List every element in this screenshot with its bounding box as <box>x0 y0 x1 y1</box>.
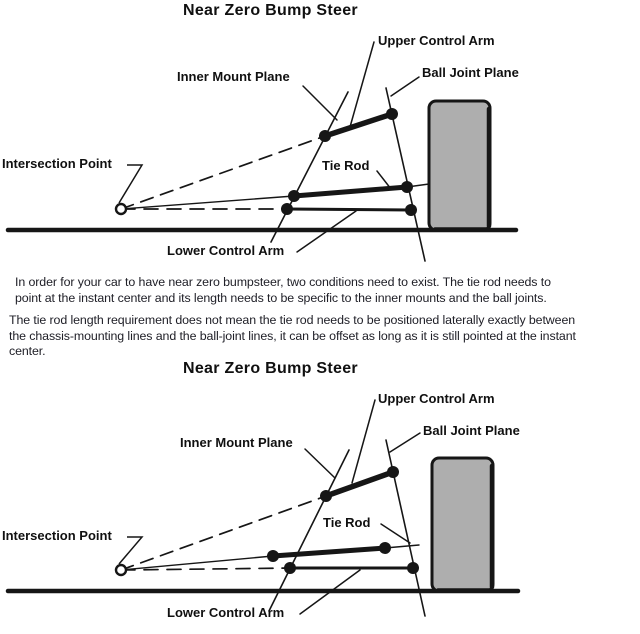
label-lower-control-arm: Lower Control Arm <box>167 243 285 258</box>
upper-control-arm-line <box>322 111 395 139</box>
pivot-dot <box>267 550 279 562</box>
label-upper-control-arm: Upper Control Arm <box>378 33 495 48</box>
leader-upper-control-arm <box>351 399 376 484</box>
pivot-dot <box>284 562 296 574</box>
pivot-dot <box>379 542 391 554</box>
paragraph-1: In order for your car to have near zero … <box>15 275 551 306</box>
label-ball-joint-plane: Ball Joint Plane <box>423 423 520 438</box>
pivot-dot <box>407 562 419 574</box>
paragraph-2: The tie rod length requirement does not … <box>9 313 576 360</box>
pivot-dot <box>386 108 398 120</box>
leader-intersection-point <box>118 536 144 565</box>
label-ball-joint-plane: Ball Joint Plane <box>422 65 519 80</box>
pivot-dot <box>319 130 331 142</box>
pivot-dot <box>401 181 413 193</box>
label-tie-rod: Tie Rod <box>322 158 370 173</box>
tie-rod-sightline <box>120 195 295 210</box>
tie-rod-line <box>291 184 410 199</box>
bump-steer-diagram-top: Near Zero Bump Steer Upper Control Arm I… <box>0 0 640 268</box>
pivot-dot <box>281 203 293 215</box>
pivot-dot <box>405 204 417 216</box>
bump-steer-diagram-bottom: Near Zero Bump Steer Upper Control Arm I… <box>0 358 640 634</box>
label-intersection-point: Intersection Point <box>2 156 112 171</box>
leader-inner-mount-plane <box>304 448 336 479</box>
leader-upper-control-arm <box>349 41 375 128</box>
tire <box>427 99 492 232</box>
diagram-title: Near Zero Bump Steer <box>183 360 358 377</box>
paragraph-2-line-3: center. <box>9 344 46 358</box>
leader-ball-joint-plane <box>390 76 420 97</box>
pivot-dot <box>387 466 399 478</box>
pivot-dot <box>288 190 300 202</box>
intersection-point-marker <box>114 202 128 216</box>
dashed-sightline-upper-arm <box>120 135 326 210</box>
tie-rod-line <box>270 545 388 559</box>
paragraph-2-line-2: the chassis-mounting lines and the ball-… <box>9 328 576 343</box>
paragraph-1-line-1: In order for your car to have near zero … <box>15 275 551 289</box>
suspension-schematic-top <box>5 41 519 262</box>
leader-ball-joint-plane <box>389 432 421 453</box>
label-upper-control-arm: Upper Control Arm <box>378 391 495 406</box>
tire <box>430 456 495 593</box>
upper-control-arm-line <box>323 469 396 499</box>
label-inner-mount-plane: Inner Mount Plane <box>180 435 293 450</box>
suspension-schematic-bottom <box>5 399 521 617</box>
paragraph-2-line-1: The tie rod length requirement does not … <box>9 313 576 327</box>
label-inner-mount-plane: Inner Mount Plane <box>177 69 290 84</box>
inner-mount-plane-line <box>270 91 349 243</box>
leader-intersection-point <box>118 164 144 204</box>
lower-control-arm-line <box>285 207 413 212</box>
inner-mount-plane-line <box>268 449 350 612</box>
paragraph-1-line-2: point at the instant center and its leng… <box>15 290 547 305</box>
label-tie-rod: Tie Rod <box>323 515 371 530</box>
label-intersection-point: Intersection Point <box>2 528 112 543</box>
label-lower-control-arm: Lower Control Arm <box>167 605 285 620</box>
pivot-dot <box>320 490 332 502</box>
intersection-point-marker <box>114 563 128 577</box>
dashed-sightline-lower-arm <box>120 567 297 571</box>
leader-tie-rod <box>380 523 411 544</box>
dashed-sightline-upper-arm <box>120 495 327 571</box>
tie-rod-sightline <box>120 555 274 571</box>
diagram-title: Near Zero Bump Steer <box>183 2 358 19</box>
leader-inner-mount-plane <box>302 85 338 121</box>
